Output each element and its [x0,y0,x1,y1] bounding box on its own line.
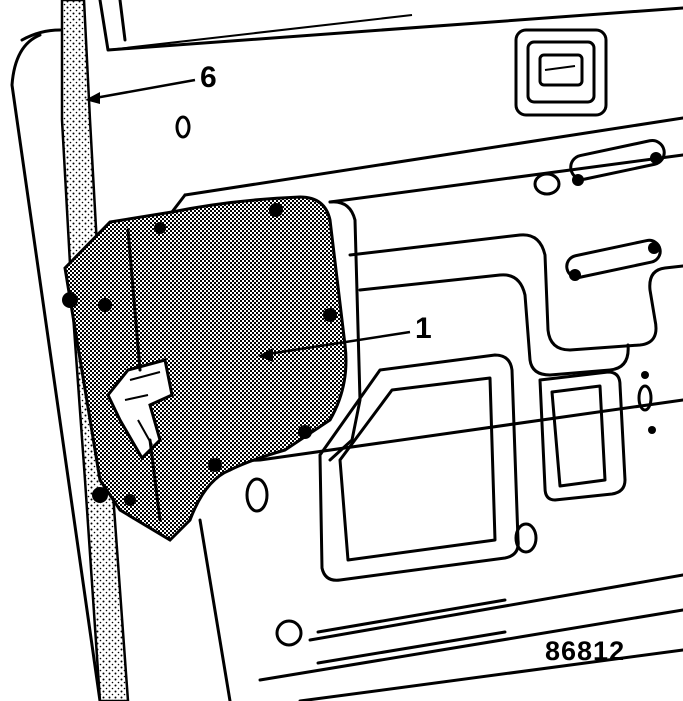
door-handle-recess [514,28,608,117]
callout-6-label: 6 [200,61,217,94]
figure-number: 86812 [545,636,625,666]
callout-1: 1 [258,312,432,362]
lock-knob [106,228,174,522]
access-cover [63,195,348,542]
fastener-bolts [62,152,662,506]
callout-6: 6 [85,61,217,104]
door-frame [10,0,683,701]
callout-1-label: 1 [415,312,432,345]
panel-cutouts [308,233,683,642]
